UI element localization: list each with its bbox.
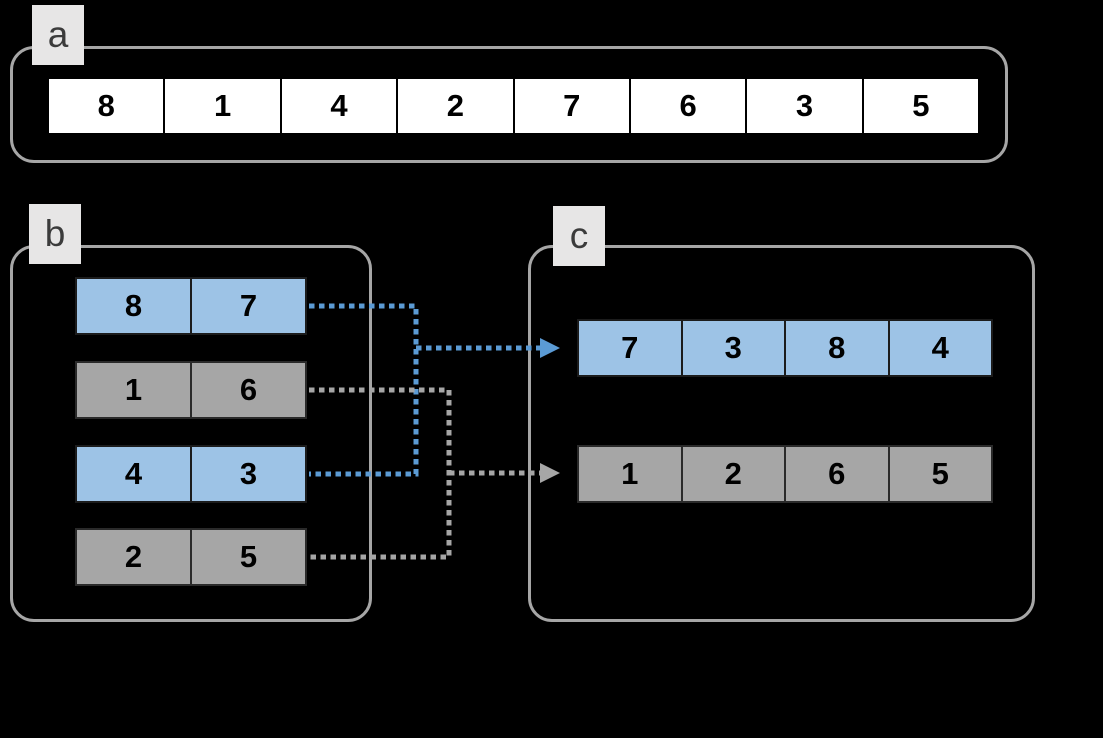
pair-cell: 3	[192, 445, 307, 503]
array-a-cell: 8	[47, 77, 166, 135]
pair-row-4: 2 5	[75, 528, 307, 586]
pair-cell: 6	[192, 361, 307, 419]
array-a-cell: 6	[630, 77, 748, 135]
pair-cell: 5	[192, 528, 307, 586]
array-a-cell: 7	[514, 77, 631, 135]
array-a-cell: 1	[165, 77, 282, 135]
panel-b-label: b	[29, 204, 81, 264]
merged-array-gray: 1 2 6 5	[577, 445, 993, 503]
merged-cell: 5	[889, 445, 993, 503]
panel-c: 7 3 8 4 1 2 6 5	[528, 245, 1035, 622]
pair-cell: 2	[75, 528, 192, 586]
array-a-cell: 2	[398, 77, 515, 135]
merged-cell: 8	[786, 319, 890, 377]
merged-cell: 7	[577, 319, 683, 377]
merged-array-blue: 7 3 8 4	[577, 319, 993, 377]
panel-b: 8 7 1 6 4 3 2 5	[10, 245, 372, 622]
merged-cell: 1	[577, 445, 683, 503]
pair-cell: 7	[192, 277, 307, 335]
panel-c-label: c	[553, 206, 605, 266]
panel-a-label: a	[32, 5, 84, 65]
merged-cell: 3	[682, 319, 786, 377]
pair-row-1: 8 7	[75, 277, 307, 335]
pair-cell: 4	[75, 445, 192, 503]
panel-a: 8 1 4 2 7 6 3 5	[10, 46, 1008, 163]
pair-cell: 8	[75, 277, 192, 335]
pair-row-3: 4 3	[75, 445, 307, 503]
array-a-cell: 5	[863, 77, 980, 135]
merged-cell: 4	[889, 319, 993, 377]
pair-cell: 1	[75, 361, 192, 419]
pair-row-2: 1 6	[75, 361, 307, 419]
merged-cell: 2	[682, 445, 786, 503]
array-a-cell: 4	[281, 77, 399, 135]
array-a: 8 1 4 2 7 6 3 5	[47, 77, 980, 135]
merged-cell: 6	[786, 445, 890, 503]
array-a-cell: 3	[747, 77, 864, 135]
